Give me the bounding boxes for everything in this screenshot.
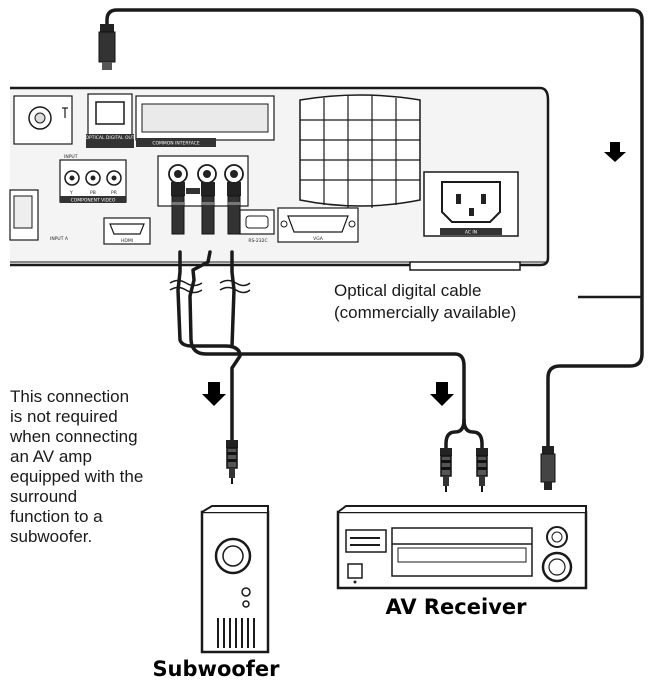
subwoofer-illustration	[200, 505, 270, 654]
optical-cable	[105, 8, 644, 450]
receiver-cable	[188, 250, 466, 422]
rs232c-port: RS-232C	[239, 209, 275, 244]
note-line: surround	[10, 487, 77, 506]
input-a-label: INPUT A	[50, 236, 69, 242]
optical-cable-label-line1: Optical digital cable	[334, 281, 481, 300]
receiver-optical-plug	[540, 446, 556, 490]
arrow-down-icon	[430, 382, 454, 406]
pb-label: PB	[90, 190, 96, 196]
optical-out-label: OPTICAL DIGITAL OUT	[85, 135, 134, 141]
subwoofer-label: Subwoofer	[152, 657, 280, 681]
arrow-down-icon	[202, 382, 226, 406]
connection-note: This connection is not required when con…	[9, 387, 143, 546]
component-video-label: COMPONENT VIDEO	[71, 198, 116, 204]
common-interface-label: COMMON INTERFACE	[152, 141, 200, 147]
tv-rear-panel: OPTICAL DIGITAL OUT COMMON INTERFACE	[9, 86, 550, 271]
note-line: when connecting	[9, 427, 138, 446]
subwoofer-plug	[225, 439, 239, 485]
y-label: Y	[69, 190, 73, 196]
optical-plug-tv	[98, 24, 116, 70]
av-receiver-illustration	[336, 505, 588, 590]
arrow-down-icon	[604, 142, 626, 162]
ac-in-label: AC IN	[465, 230, 477, 236]
vent-grille	[299, 94, 421, 208]
av-receiver-label: AV Receiver	[386, 595, 528, 619]
vga-port: VGA	[277, 207, 359, 243]
note-line: is not required	[10, 407, 118, 426]
common-interface-slot: COMMON INTERFACE	[135, 95, 275, 147]
ac-inlet: AC IN	[423, 171, 519, 237]
note-line: This connection	[10, 387, 129, 406]
antenna-connector	[13, 95, 73, 145]
hdmi-label: HDMI	[121, 238, 133, 244]
receiver-plug-left	[439, 447, 453, 493]
cable-break-marks	[169, 279, 251, 294]
receiver-plug-right	[475, 447, 489, 493]
pr-label: PR	[111, 190, 117, 196]
note-line: subwoofer.	[10, 527, 92, 546]
note-line: an AV amp	[10, 447, 92, 466]
hdmi-port: HDMI INPUT A	[50, 217, 151, 245]
vga-label: VGA	[313, 236, 324, 242]
optical-cable-label-line2: (commercially available)	[334, 303, 516, 322]
tv-audio-plugs	[171, 182, 241, 235]
component-video-inputs: INPUT Y PB PR COMPONENT VIDEO	[59, 154, 127, 204]
optical-out-port: OPTICAL DIGITAL OUT	[85, 93, 135, 148]
note-line: function to a	[10, 507, 103, 526]
rs232c-label: RS-232C	[248, 238, 267, 244]
note-line: equipped with the	[10, 467, 143, 486]
input-label: INPUT	[64, 154, 78, 160]
